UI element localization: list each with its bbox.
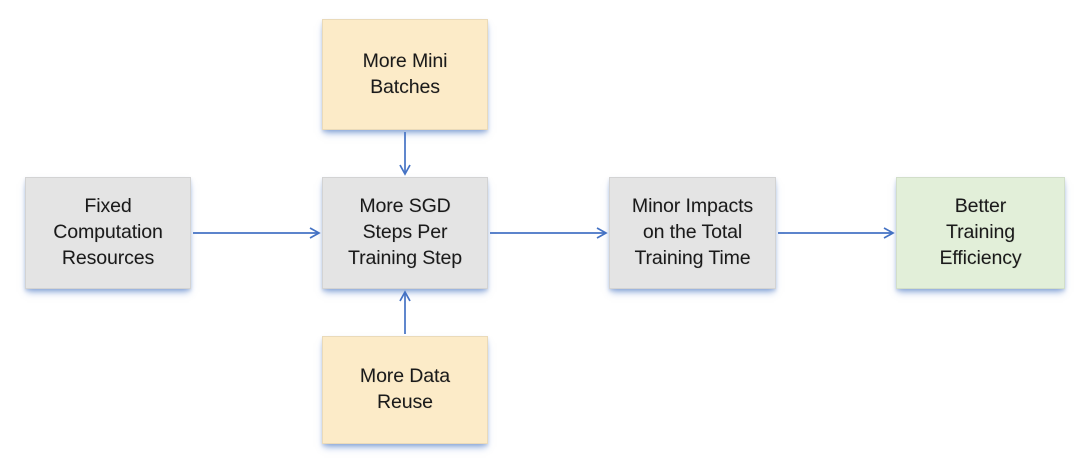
arrow-edge-resources-to-sgd xyxy=(193,227,321,239)
node-more-data-reuse[interactable]: More Data Reuse xyxy=(322,336,488,444)
arrow-edge-minorimpacts-to-efficiency xyxy=(778,227,895,239)
node-better-training-efficiency[interactable]: Better Training Efficiency xyxy=(896,177,1065,289)
node-label: More Mini Batches xyxy=(362,49,448,98)
node-label: Minor Impacts on the Total Training Time xyxy=(631,195,754,269)
node-minor-impacts-on-the-total-training-time[interactable]: Minor Impacts on the Total Training Time xyxy=(609,177,776,289)
arrow-head-icon xyxy=(399,290,411,302)
node-label: More Data Reuse xyxy=(359,365,451,413)
node-fixed-computation-resources[interactable]: Fixed Computation Resources xyxy=(25,177,191,289)
node-more-mini-batches[interactable]: More Mini Batches xyxy=(322,19,488,130)
node-label: More SGD Steps Per Training Step xyxy=(348,195,462,269)
arrow-edge-minibatches-to-sgd xyxy=(399,132,411,176)
arrow-head-icon xyxy=(883,227,895,239)
arrow-head-icon xyxy=(596,227,608,239)
node-label: Better Training Efficiency xyxy=(939,195,1022,269)
node-more-sgd-steps-per-training-step[interactable]: More SGD Steps Per Training Step xyxy=(322,177,488,289)
arrow-head-icon xyxy=(399,164,411,176)
arrow-head-icon xyxy=(309,227,321,239)
arrow-edge-datareuse-to-sgd xyxy=(399,290,411,334)
node-label: Fixed Computation Resources xyxy=(53,195,163,269)
arrow-edge-sgd-to-minorimpacts xyxy=(490,227,608,239)
